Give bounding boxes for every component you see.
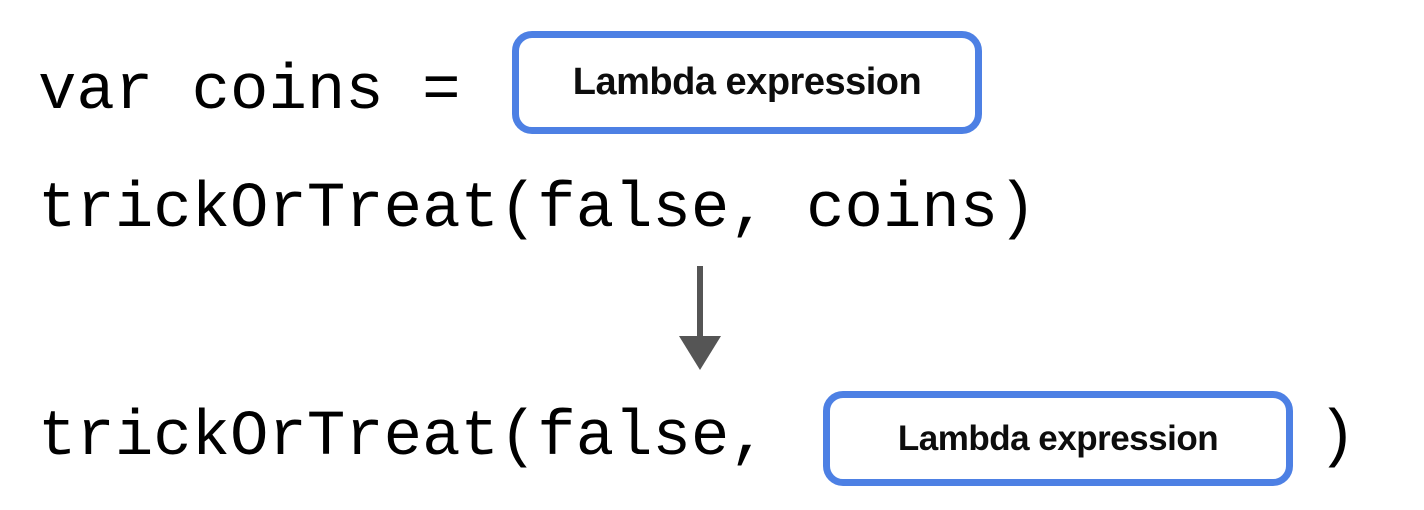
lambda-expression-chip-assignment[interactable]: Lambda expression [512,31,982,134]
lambda-expression-chip-label-inline: Lambda expression [897,418,1219,458]
arrow-down-icon [660,258,740,376]
code-line-trickortreat-call-with-variable: trickOrTreat(false, coins) [38,174,1037,246]
code-line-var-coins-assignment: var coins = [38,56,499,128]
lambda-expression-chip-label: Lambda expression [572,61,922,103]
code-line-trickortreat-call-with-lambda: trickOrTreat(false, [38,402,807,474]
lambda-expression-chip-inline[interactable]: Lambda expression [823,391,1293,486]
arrow-down-glyph [679,266,721,370]
code-closing-paren: ) [1318,402,1357,474]
